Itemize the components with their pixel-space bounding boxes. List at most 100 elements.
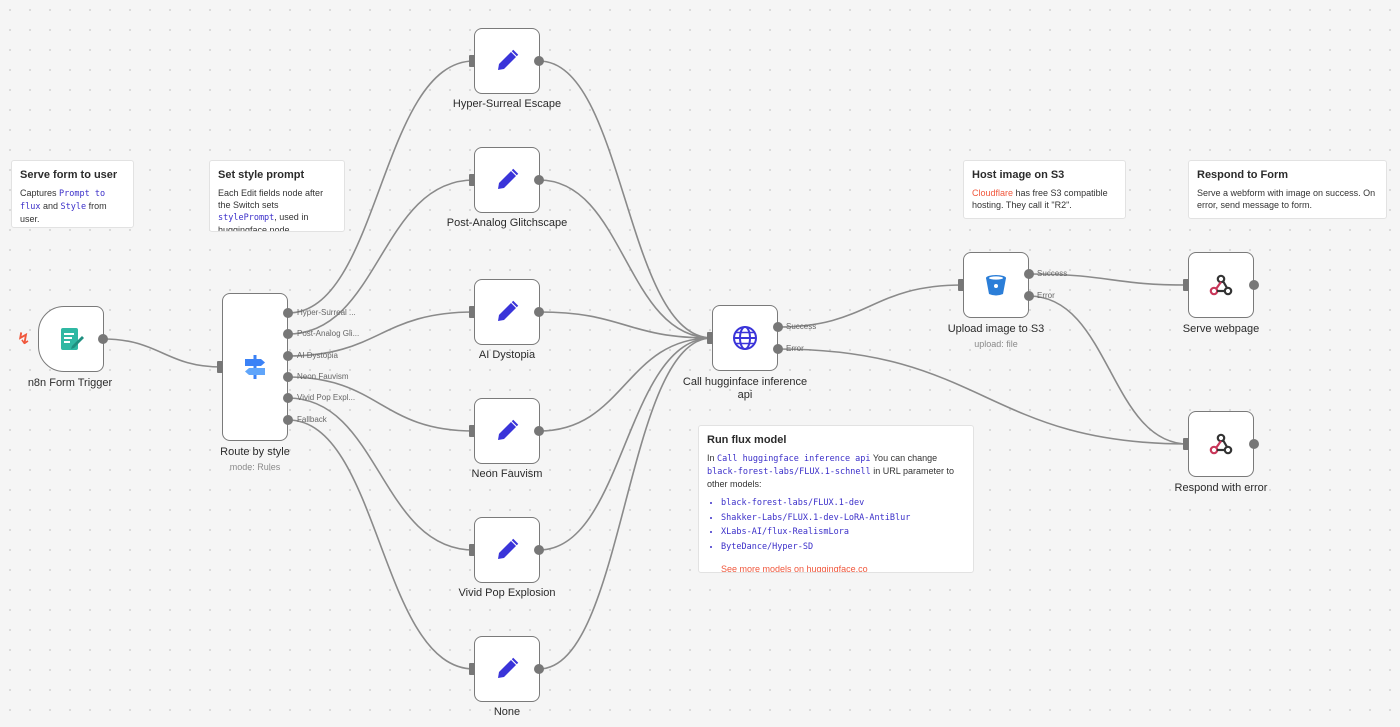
node-label: Call hugginface inference api [682, 376, 808, 401]
pencil-icon [498, 49, 519, 70]
node-label: Respond with error [1174, 482, 1268, 494]
pencil-icon [498, 657, 519, 678]
sticky-title: Respond to Form [1197, 169, 1289, 181]
node-none[interactable] [474, 636, 540, 702]
router-output-label: Neon Fauvism [297, 372, 349, 381]
sticky-text: In Call huggingface inference api You ca… [707, 453, 954, 489]
output-handle[interactable] [534, 307, 544, 317]
router-output-label: Fallback [297, 415, 327, 424]
input-handle[interactable] [469, 544, 475, 556]
input-handle[interactable] [958, 279, 964, 291]
cloudflare-link[interactable]: Cloudflare [972, 188, 1014, 198]
sticky-title: Set style prompt [218, 169, 305, 181]
globe-icon [733, 326, 757, 350]
wire-router-hyper [287, 60, 475, 314]
output-handle[interactable] [1249, 280, 1259, 290]
input-handle[interactable] [1183, 279, 1189, 291]
router-output-handle[interactable] [283, 415, 293, 425]
wire-hf-error-respond [777, 348, 1189, 445]
node-respond-with-error[interactable] [1188, 411, 1254, 477]
pencil-icon [498, 300, 519, 321]
output-handle[interactable] [534, 175, 544, 185]
output-handle[interactable] [534, 56, 544, 66]
error-output-handle[interactable] [773, 344, 783, 354]
node-label: None [493, 706, 521, 718]
success-output-handle[interactable] [1024, 269, 1034, 279]
output-label-success: Success [786, 322, 817, 331]
router-output-label: Vivid Pop Expl... [297, 393, 356, 402]
router-input-handle[interactable] [217, 361, 223, 373]
node-neon-fauvism[interactable] [474, 398, 540, 464]
node-form-trigger[interactable] [38, 306, 104, 372]
wire-s3-success-serve [1028, 273, 1189, 286]
node-ai-dystopia[interactable] [474, 279, 540, 345]
output-label-error: Error [786, 344, 804, 353]
node-hyper-surreal-escape[interactable] [474, 28, 540, 94]
output-label-success: Success [1037, 269, 1068, 278]
router-output-handle[interactable] [283, 351, 293, 361]
pencil-icon [498, 419, 519, 440]
output-handle[interactable] [534, 426, 544, 436]
router-output-handle[interactable] [283, 308, 293, 318]
input-handle[interactable] [469, 663, 475, 675]
wire-router-fallback [287, 419, 475, 670]
output-handle[interactable] [534, 545, 544, 555]
router-output-handle[interactable] [283, 393, 293, 403]
sticky-run-flux[interactable]: Run flux model In Call huggingface infer… [698, 425, 974, 573]
sticky-text: Captures Prompt to flux and Style from u… [20, 188, 107, 224]
list-item: XLabs-AI/flux-RealismLora [721, 525, 965, 540]
wire-hyper-hf [538, 60, 713, 339]
output-label-error: Error [1037, 291, 1055, 300]
output-handle[interactable] [534, 664, 544, 674]
node-post-analog-glitchscape[interactable] [474, 147, 540, 213]
success-output-handle[interactable] [773, 322, 783, 332]
wire-vivid-hf [538, 337, 713, 551]
wire-trigger-router [102, 338, 223, 368]
wire-none-hf [538, 337, 713, 670]
sticky-respond-form[interactable]: Respond to Form Serve a webform with ima… [1188, 160, 1387, 219]
input-handle[interactable] [1183, 438, 1189, 450]
wire-router-vivid [287, 397, 475, 551]
output-handle[interactable] [1249, 439, 1259, 449]
sticky-style-prompt[interactable]: Set style prompt Each Edit fields node a… [209, 160, 345, 232]
input-handle[interactable] [469, 425, 475, 437]
wire-postanalog-hf [538, 179, 713, 339]
router-output-label: Post-Analog Gli... [297, 329, 360, 338]
router-output-label: Hyper-Surreal ... [297, 308, 356, 317]
router-output-handle[interactable] [283, 372, 293, 382]
sticky-text: Cloudflare has free S3 compatible hostin… [972, 188, 1108, 210]
webhook-icon [1209, 433, 1233, 455]
node-upload-image-s3[interactable] [963, 252, 1029, 318]
node-label: Vivid Pop Explosion [458, 587, 556, 599]
huggingface-models-link[interactable]: See more models on huggingface.co [721, 564, 868, 573]
input-handle[interactable] [469, 306, 475, 318]
node-label: Serve webpage [1182, 323, 1260, 335]
input-handle[interactable] [707, 332, 713, 344]
trigger-bolt-icon: ↯ [17, 331, 31, 348]
input-handle[interactable] [469, 55, 475, 67]
node-subtitle: mode: Rules [229, 462, 281, 472]
list-item: Shakker-Labs/FLUX.1-dev-LoRA-AntiBlur [721, 511, 965, 526]
node-call-huggingface-api[interactable] [712, 305, 778, 371]
router-output-label: AI Dystopia [297, 351, 338, 360]
node-label: n8n Form Trigger [27, 377, 113, 389]
sticky-serve-form[interactable]: Serve form to user Captures Prompt to fl… [11, 160, 134, 228]
bucket-icon [986, 275, 1006, 296]
sticky-host-s3[interactable]: Host image on S3 Cloudflare has free S3 … [963, 160, 1126, 219]
input-handle[interactable] [469, 174, 475, 186]
sticky-title: Run flux model [707, 434, 787, 446]
pencil-icon [498, 538, 519, 559]
trigger-output-handle[interactable] [98, 334, 108, 344]
node-vivid-pop-explosion[interactable] [474, 517, 540, 583]
list-item: ByteDance/Hyper-SD [721, 540, 965, 555]
pencil-icon [498, 168, 519, 189]
sticky-text: Serve a webform with image on success. O… [1197, 188, 1376, 210]
wire-neon-hf [538, 337, 713, 432]
error-output-handle[interactable] [1024, 291, 1034, 301]
router-output-handle[interactable] [283, 329, 293, 339]
node-label: Hyper-Surreal Escape [452, 98, 562, 110]
node-route-by-style[interactable] [222, 293, 288, 441]
sticky-text: Each Edit fields node after the Switch s… [218, 188, 324, 232]
wire-s3-error-respond [1028, 295, 1189, 445]
node-serve-webpage[interactable] [1188, 252, 1254, 318]
